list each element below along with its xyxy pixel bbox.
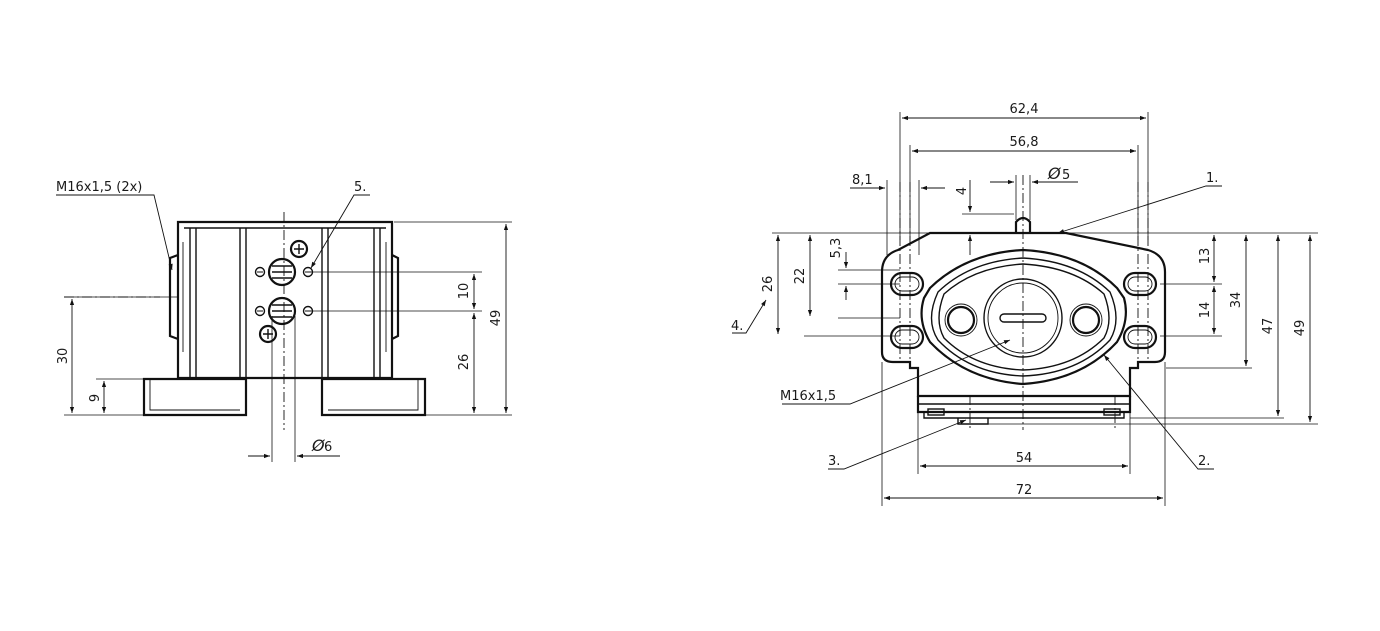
dim-62-4-label: 62,4 [1010, 102, 1039, 117]
item-1-label: 1. [1206, 171, 1218, 186]
dim-49-label: 49 [489, 310, 504, 327]
front-view: 62,4 56,8 8,1 4 Ø 5 1. [731, 102, 1318, 506]
thread-label-front: M16x1,5 [780, 389, 836, 404]
dim-30-label: 30 [56, 348, 71, 365]
dim-54-label: 54 [1016, 451, 1033, 466]
dim-9-label: 9 [88, 394, 103, 402]
dim-5-3-label: 5,3 [829, 238, 844, 259]
thread-label-2x: M16x1,5 (2x) [56, 180, 142, 195]
dim-26-label-front: 26 [761, 276, 776, 293]
dim-13-label: 13 [1198, 248, 1213, 265]
dim-dia6-label: 6 [324, 440, 332, 455]
diameter-symbol: Ø [311, 436, 325, 455]
dim-26-label: 26 [457, 354, 472, 371]
dim-22-label: 22 [793, 268, 808, 285]
dim-47-label: 47 [1261, 318, 1276, 335]
item-3-label: 3. [828, 454, 840, 469]
side-view: 30 9 10 26 49 Ø 6 M16x1,5 (2x) 5. [56, 180, 512, 462]
dim-56-8-label: 56,8 [1010, 135, 1039, 150]
dim-14-label: 14 [1198, 302, 1213, 319]
item-4-label: 4. [731, 319, 743, 334]
dim-10-label: 10 [457, 283, 472, 300]
item-2-label: 2. [1198, 454, 1210, 469]
dim-4-label: 4 [955, 187, 970, 195]
diameter-symbol-5: Ø [1047, 164, 1061, 183]
dim-49-label-front: 49 [1293, 320, 1308, 337]
dim-8-1-label: 8,1 [852, 173, 873, 188]
dim-dia5-label: 5 [1062, 168, 1070, 183]
dim-72-label: 72 [1016, 483, 1033, 498]
dim-34-label: 34 [1229, 292, 1244, 309]
item-5-label: 5. [354, 180, 366, 195]
